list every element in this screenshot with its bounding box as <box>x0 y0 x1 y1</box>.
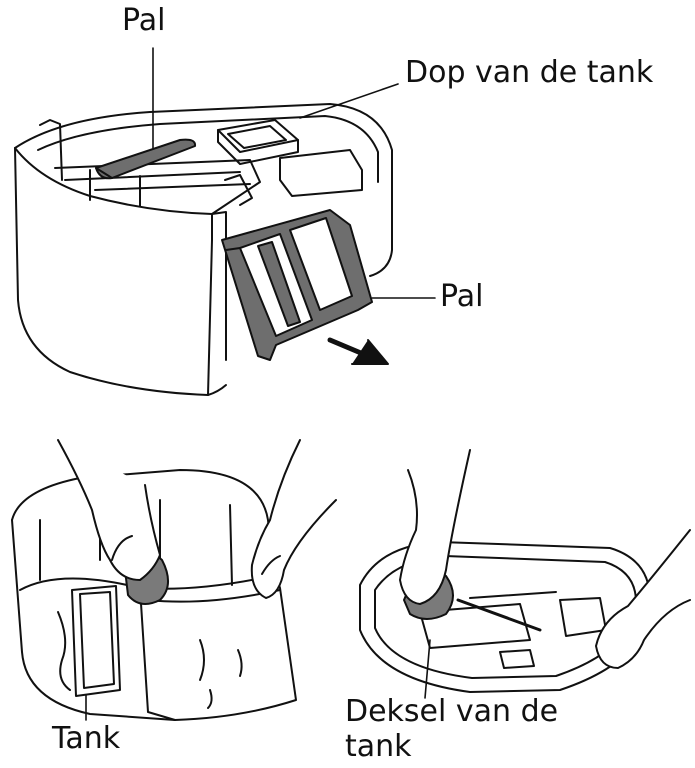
tank-carried-by-hands <box>11 439 337 721</box>
label-tank-cap: Dop van de tank <box>405 55 654 90</box>
tank-lid-carried-by-hands <box>359 449 691 693</box>
pull-direction-arrow <box>327 337 389 365</box>
label-pal-right: Pal <box>440 279 484 314</box>
top-latch <box>95 138 197 180</box>
tank-cap <box>217 119 299 165</box>
label-tank-lid-line1: Deksel van de <box>345 694 559 729</box>
leader-lines <box>85 47 436 721</box>
side-latch-bracket <box>221 209 373 361</box>
label-pal-top: Pal <box>122 3 166 38</box>
label-tank: Tank <box>52 721 121 756</box>
label-tank-lid: Deksel van de tank <box>345 694 559 764</box>
label-tank-lid-line2: tank <box>345 728 412 764</box>
dehumidifier-base-unit <box>14 103 393 396</box>
